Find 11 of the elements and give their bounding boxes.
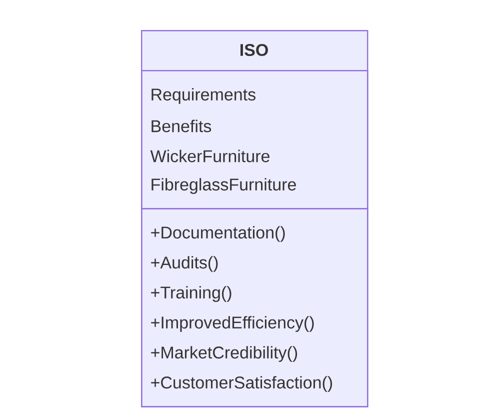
attribute-text: FibreglassFurniture — [152, 178, 296, 194]
method-text: +MarketCredibility() — [151, 346, 298, 362]
attribute-text: Benefits — [152, 120, 212, 132]
method-text: +CustomerSatisfaction() — [151, 376, 332, 392]
class-name: ISO — [240, 44, 268, 56]
method-text: +Training() — [151, 286, 232, 302]
attribute-text: WickerFurniture — [150, 150, 270, 162]
method-text: +Audits() — [151, 256, 218, 272]
attribute-text: Requirements — [152, 88, 256, 104]
method-text: +Documentation() — [151, 226, 285, 242]
method-text: +ImprovedEfficiency() — [151, 316, 314, 332]
